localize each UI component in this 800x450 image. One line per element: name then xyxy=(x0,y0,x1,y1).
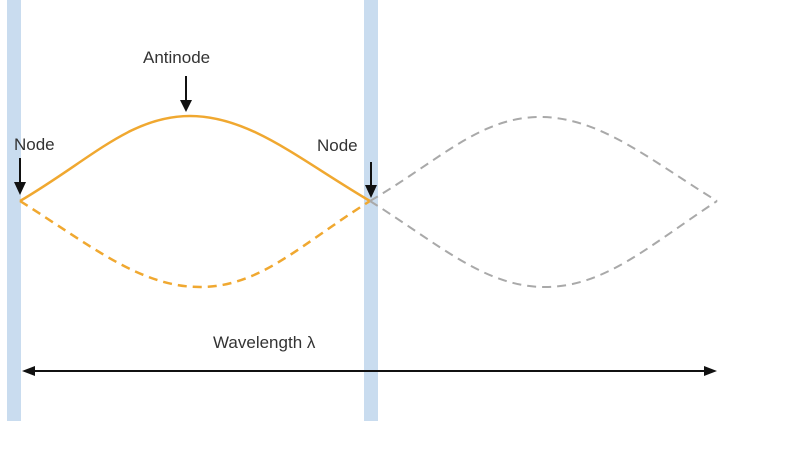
wavelength-arrow xyxy=(22,366,717,376)
right-node-arrow xyxy=(365,162,377,198)
wavelength-label: Wavelength λ xyxy=(213,333,316,352)
next-segment-dashed-crest xyxy=(369,115,718,202)
wave-solid-crest xyxy=(19,114,371,203)
next-segment-dashed-trough xyxy=(369,200,718,289)
antinode-label: Antinode xyxy=(143,48,211,67)
left-node-label: Node xyxy=(14,135,55,154)
right-boundary-bar xyxy=(364,0,378,421)
left-node-arrow xyxy=(14,158,26,195)
wave-dashed-trough xyxy=(19,199,371,289)
left-boundary-bar xyxy=(7,0,21,421)
right-node-label: Node xyxy=(317,136,358,155)
antinode-arrow xyxy=(180,76,192,112)
